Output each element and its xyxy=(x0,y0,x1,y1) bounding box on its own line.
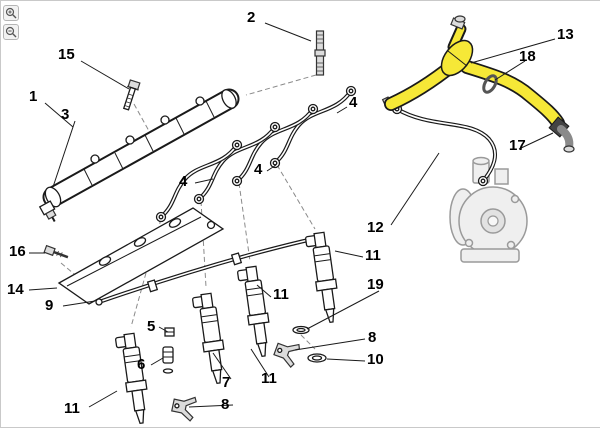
stud-bolt xyxy=(314,30,326,76)
part-label-4a[interactable]: 4 xyxy=(349,94,358,111)
part-label-11d[interactable]: 11 xyxy=(64,400,80,417)
part-label-9[interactable]: 9 xyxy=(45,297,54,314)
cover-plate xyxy=(57,207,225,305)
part-label-1[interactable]: 1 xyxy=(29,88,38,105)
part-label-16[interactable]: 16 xyxy=(9,243,26,260)
injector-pipe xyxy=(155,139,243,223)
injector-pipes xyxy=(155,85,357,223)
injector xyxy=(236,264,275,359)
part-label-18[interactable]: 18 xyxy=(519,48,536,65)
injector xyxy=(304,230,343,325)
part-label-6[interactable]: 6 xyxy=(137,356,146,373)
part-label-17[interactable]: 17 xyxy=(509,137,526,154)
part-label-8b[interactable]: 8 xyxy=(221,396,230,413)
injector-pipe xyxy=(231,103,319,187)
rail-bolt xyxy=(122,79,141,111)
hose-end-fitting-17 xyxy=(548,116,575,153)
rail-pressure-sensor xyxy=(38,200,57,222)
injector xyxy=(114,331,153,426)
part-label-8a[interactable]: 8 xyxy=(368,329,377,346)
part-label-10[interactable]: 10 xyxy=(367,351,384,368)
pump-supply-pipe xyxy=(391,103,498,187)
part-label-5[interactable]: 5 xyxy=(147,318,156,335)
part-label-15[interactable]: 15 xyxy=(58,46,75,63)
fitting-part-6 xyxy=(162,346,174,374)
part-label-14[interactable]: 14 xyxy=(7,281,24,298)
part-label-11a[interactable]: 11 xyxy=(365,247,381,264)
zoom-toolbar xyxy=(3,5,19,40)
part-label-19[interactable]: 19 xyxy=(367,276,384,293)
zoom-out-button[interactable] xyxy=(3,24,19,40)
part-label-3[interactable]: 3 xyxy=(61,106,70,123)
injector xyxy=(191,291,230,386)
leader-lines xyxy=(28,22,556,408)
part-label-11b[interactable]: 11 xyxy=(273,286,289,303)
magnifier-minus-icon xyxy=(5,26,17,38)
part-label-2[interactable]: 2 xyxy=(247,9,256,26)
washer-10 xyxy=(307,353,327,363)
injector-pipe xyxy=(193,121,281,205)
injector-pipe xyxy=(269,85,357,169)
fuel-rail xyxy=(42,88,240,208)
part-label-4b[interactable]: 4 xyxy=(254,161,263,178)
part-label-11c[interactable]: 11 xyxy=(261,370,277,387)
clip-part-5 xyxy=(164,327,175,337)
fork-clamp-8 xyxy=(271,337,302,369)
part-label-7[interactable]: 7 xyxy=(222,374,231,391)
hose-clamp-18 xyxy=(482,74,498,94)
part-label-13[interactable]: 13 xyxy=(557,26,574,43)
high-pressure-pump xyxy=(449,156,528,263)
zoom-in-button[interactable] xyxy=(3,5,19,21)
highlighted-hose-assembly[interactable] xyxy=(381,15,575,153)
seal-washer-19 xyxy=(292,325,310,335)
magnifier-plus-icon xyxy=(5,7,17,19)
plate-bolt-16 xyxy=(43,244,69,259)
part-label-12[interactable]: 12 xyxy=(367,219,384,236)
part-label-4c[interactable]: 4 xyxy=(179,173,188,190)
fuel-return-pipe xyxy=(95,237,315,306)
